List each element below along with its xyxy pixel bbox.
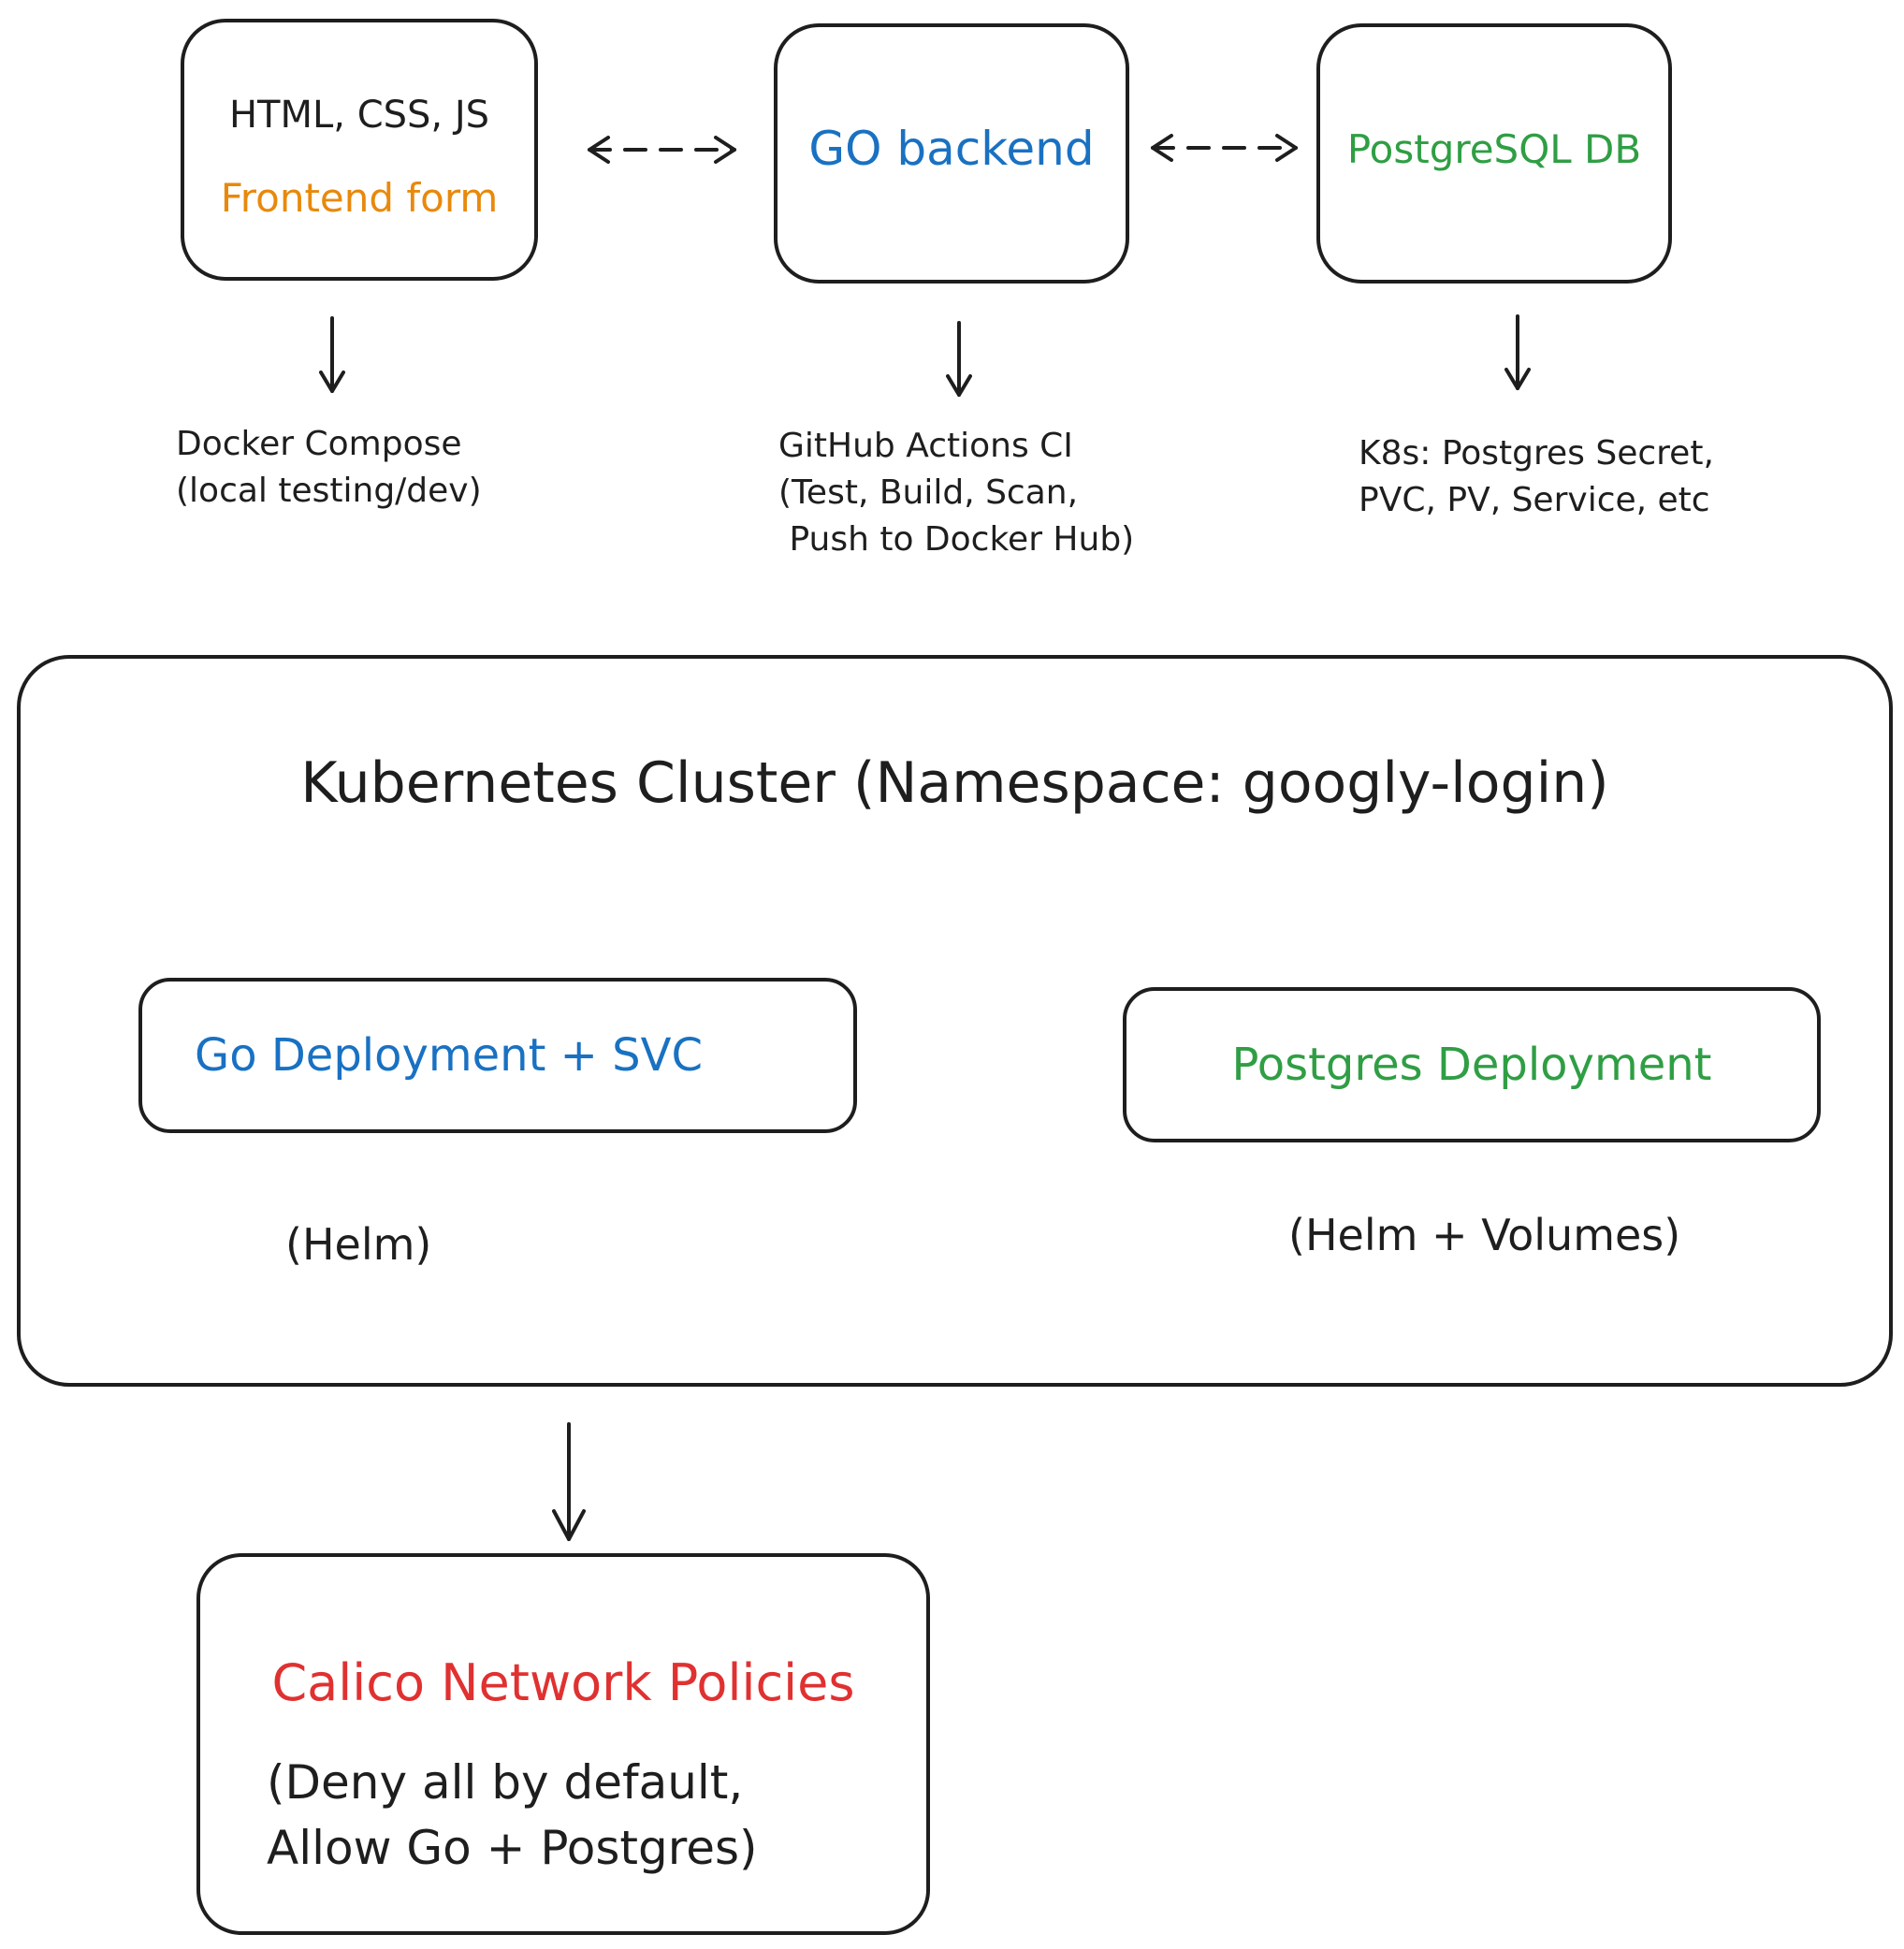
calico-policies-note: (Deny all by default, Allow Go + Postgre… xyxy=(267,1755,758,1875)
arrow-frontend-down xyxy=(319,316,345,393)
backend-label: GO backend xyxy=(808,122,1095,176)
calico-policies-title: Calico Network Policies xyxy=(271,1653,855,1712)
postgres-deployment-note: (Helm + Volumes) xyxy=(1288,1210,1681,1260)
arrow-cluster-policies xyxy=(552,1422,586,1541)
frontend-tech-label: HTML, CSS, JS xyxy=(228,94,490,137)
database-box xyxy=(1316,23,1672,284)
postgres-deployment-box xyxy=(1123,987,1821,1142)
go-deployment-label: Go Deployment + SVC xyxy=(195,1029,703,1082)
github-actions-note: GitHub Actions CI (Test, Build, Scan, Pu… xyxy=(778,427,1135,559)
go-deployment-note: (Helm) xyxy=(285,1219,432,1270)
arrow-backend-database xyxy=(1151,134,1298,162)
calico-policies-box xyxy=(196,1553,930,1935)
frontend-form-label: Frontend form xyxy=(220,175,499,221)
arrow-frontend-backend xyxy=(588,136,736,164)
cluster-title: Kubernetes Cluster (Namespace: googly-lo… xyxy=(300,750,1609,816)
k8s-resources-note: K8s: Postgres Secret, PVC, PV, Service, … xyxy=(1359,434,1714,519)
database-label: PostgreSQL DB xyxy=(1346,126,1642,172)
docker-compose-note: Docker Compose (local testing/dev) xyxy=(176,425,482,510)
backend-box xyxy=(774,23,1129,284)
frontend-box xyxy=(181,19,538,281)
arrow-database-down xyxy=(1504,314,1531,390)
arrow-backend-down xyxy=(946,321,972,397)
postgres-deployment-label: Postgres Deployment xyxy=(1231,1039,1712,1091)
go-deployment-box xyxy=(138,978,857,1133)
